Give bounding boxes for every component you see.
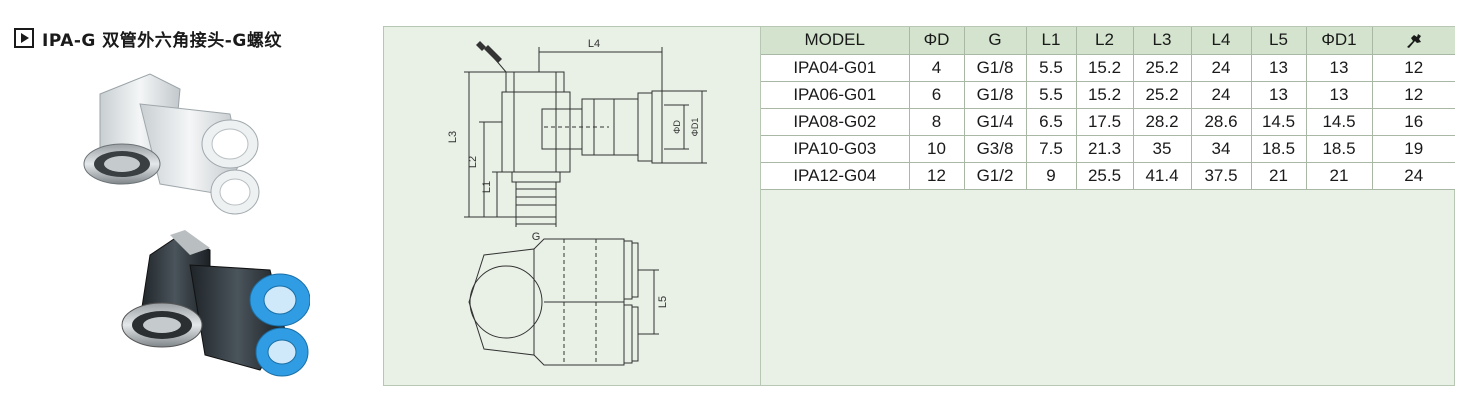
label-l4: L4 [588, 38, 600, 50]
value-cell: 24 [1371, 161, 1455, 190]
col-header-g: G [963, 27, 1027, 55]
value-cell: 24 [1190, 80, 1252, 109]
value-cell: G1/2 [963, 161, 1027, 190]
value-cell: 16 [1371, 107, 1455, 136]
wrench-icon [476, 41, 502, 63]
col-header-l1: L1 [1025, 27, 1077, 55]
value-cell: 21 [1305, 161, 1373, 190]
value-cell: 7.5 [1025, 134, 1077, 163]
col-header-model: MODEL [761, 27, 910, 55]
value-cell: 25.2 [1132, 53, 1192, 82]
label-g: G [532, 231, 541, 243]
model-cell: IPA10-G03 [761, 134, 910, 163]
drawing-svg: L4 L3 L2 L1 G ΦD ΦD1 L5 [447, 38, 707, 366]
value-cell: 4 [908, 53, 965, 82]
value-cell: 6 [908, 80, 965, 109]
value-cell: 8 [908, 107, 965, 136]
value-cell: 9 [1025, 161, 1077, 190]
value-cell: 15.2 [1075, 53, 1134, 82]
value-cell: 25.5 [1075, 161, 1134, 190]
play-icon [14, 28, 34, 48]
black-fitting-photo [121, 230, 310, 377]
value-cell: 14.5 [1250, 107, 1307, 136]
value-cell: 35 [1132, 134, 1192, 163]
col-header-d: ΦD [908, 27, 965, 55]
value-cell: 18.5 [1250, 134, 1307, 163]
col-header-l5: L5 [1250, 27, 1307, 55]
value-cell: 21 [1250, 161, 1307, 190]
value-cell: 34 [1190, 134, 1252, 163]
model-cell: IPA04-G01 [761, 53, 910, 82]
col-header-l3: L3 [1132, 27, 1192, 55]
label-l2: L2 [467, 156, 479, 168]
value-cell: 41.4 [1132, 161, 1192, 190]
value-cell: 12 [908, 161, 965, 190]
value-cell: 5.5 [1025, 80, 1077, 109]
value-cell: 19 [1371, 134, 1455, 163]
value-cell: 13 [1305, 80, 1373, 109]
model-cell: IPA08-G02 [761, 107, 910, 136]
value-cell: 12 [1371, 80, 1455, 109]
value-cell: 15.2 [1075, 80, 1134, 109]
value-cell: 10 [908, 134, 965, 163]
value-cell: 37.5 [1190, 161, 1252, 190]
col-header-l2: L2 [1075, 27, 1134, 55]
label-l1: L1 [481, 181, 493, 193]
model-cell: IPA06-G01 [761, 80, 910, 109]
section-title: IPA-G 双管外六角接头-G螺纹 [14, 26, 282, 51]
value-cell: 14.5 [1305, 107, 1373, 136]
value-cell: 13 [1250, 53, 1307, 82]
label-l3: L3 [447, 131, 459, 143]
table-header-row: MODEL ΦD G L1 L2 L3 L4 L5 ΦD1 [761, 27, 1455, 55]
wrench-icon [1406, 33, 1421, 48]
value-cell: 24 [1190, 53, 1252, 82]
label-d1: ΦD1 [690, 118, 700, 137]
value-cell: 25.2 [1132, 80, 1192, 109]
col-header-d1: ΦD1 [1305, 27, 1373, 55]
col-header-wrench [1371, 27, 1455, 55]
value-cell: 18.5 [1305, 134, 1373, 163]
value-cell: 28.6 [1190, 107, 1252, 136]
col-header-l4: L4 [1190, 27, 1252, 55]
value-cell: 28.2 [1132, 107, 1192, 136]
dimension-drawing: L4 L3 L2 L1 G ΦD ΦD1 L5 [383, 26, 761, 386]
value-cell: 6.5 [1025, 107, 1077, 136]
value-cell: G1/8 [963, 53, 1027, 82]
value-cell: 21.3 [1075, 134, 1134, 163]
section-title-text: IPA-G 双管外六角接头-G螺纹 [42, 30, 282, 51]
value-cell: 5.5 [1025, 53, 1077, 82]
value-cell: G1/4 [963, 107, 1027, 136]
value-cell: 17.5 [1075, 107, 1134, 136]
value-cell: 13 [1305, 53, 1373, 82]
value-cell: 12 [1371, 53, 1455, 82]
value-cell: G1/8 [963, 80, 1027, 109]
model-cell: IPA12-G04 [761, 161, 910, 190]
value-cell: G3/8 [963, 134, 1027, 163]
white-fitting-photo [83, 73, 260, 215]
value-cell: 13 [1250, 80, 1307, 109]
label-l5: L5 [657, 296, 669, 308]
label-d: ΦD [672, 120, 682, 134]
